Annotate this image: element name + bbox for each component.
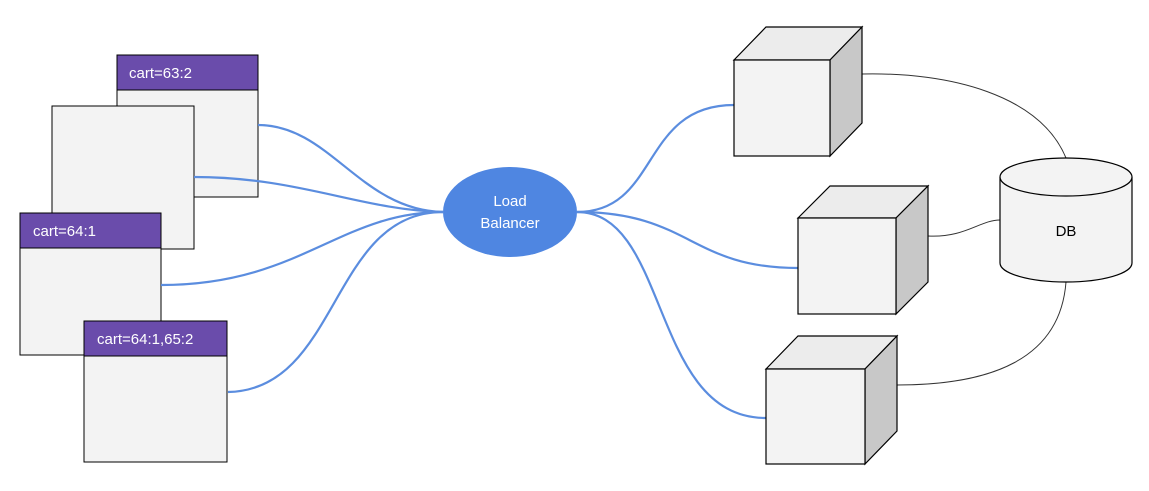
- database-top-rim: [999, 176, 1133, 197]
- cookie-bar: [116, 54, 259, 91]
- database-cylinder: [999, 157, 1133, 283]
- db-connections: [861, 73, 1067, 386]
- connection-client-1: [257, 123, 444, 214]
- load-balancer-label-line1: Load: [493, 193, 526, 210]
- load-balancer-shape: [443, 167, 577, 257]
- cookie-bar: [83, 320, 228, 357]
- database-label: DB: [1056, 223, 1077, 240]
- load-balancer: Load Balancer: [443, 167, 577, 257]
- db-link-server-2: [927, 219, 1001, 237]
- db-link-server-3: [896, 281, 1067, 386]
- connections: [160, 103, 799, 420]
- connection-client-3: [160, 210, 444, 287]
- cookie-label: cart=64:1: [33, 223, 96, 240]
- cookie-label: cart=64:1,65:2: [97, 331, 193, 348]
- connection-client-4: [227, 210, 444, 394]
- server-2: [796, 184, 930, 316]
- cookie-bar: [19, 212, 162, 249]
- client-window-4: cart=64:1,65:2: [83, 320, 228, 463]
- cookie-label: cart=63:2: [129, 65, 192, 82]
- connection-server-1: [576, 103, 735, 214]
- connection-server-3: [576, 210, 767, 420]
- server-1: [732, 25, 864, 158]
- connection-server-2: [576, 210, 799, 270]
- db-link-server-1: [861, 73, 1067, 159]
- connection-client-2: [193, 175, 444, 214]
- database: DB: [999, 157, 1133, 283]
- server-3: [764, 334, 899, 466]
- load-balancer-label-line2: Balancer: [480, 215, 539, 232]
